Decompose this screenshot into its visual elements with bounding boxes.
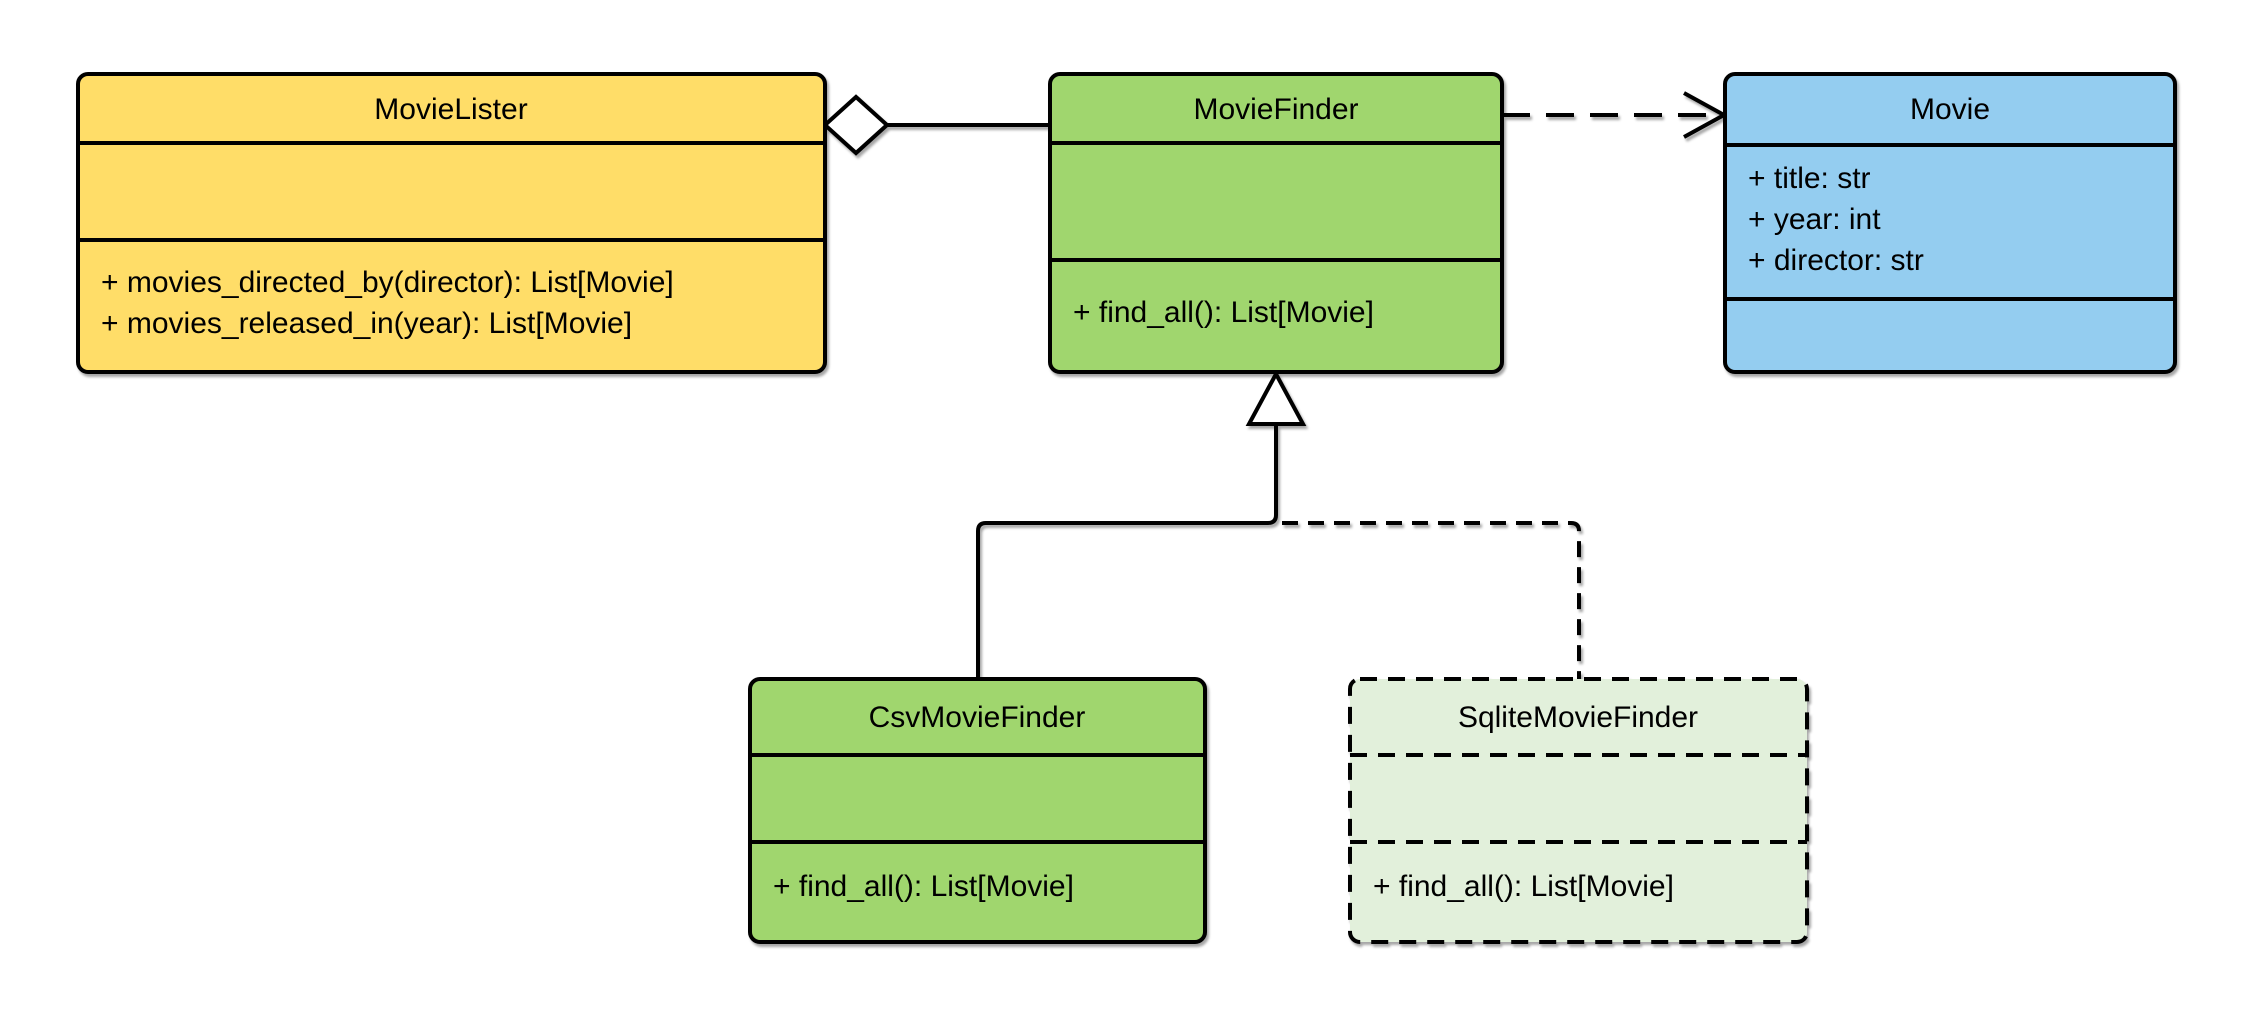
- csvmoviefinder-title: CsvMovieFinder: [869, 701, 1086, 734]
- sqlitemoviefinder-body: [1348, 677, 1809, 944]
- diagram-content: MovieLister + movies_directed_by(directo…: [76, 72, 2177, 944]
- csvmoviefinder-body: [748, 677, 1207, 944]
- movielister-title: MovieLister: [374, 93, 527, 126]
- movie-title: Movie: [1910, 93, 1990, 126]
- generalization-edge-csvmoviefinder-moviefinder: [976, 369, 1307, 679]
- moviefinder-title: MovieFinder: [1193, 93, 1358, 126]
- sqlitemoviefinder-title: SqliteMovieFinder: [1458, 701, 1698, 734]
- generalization-edge-sqlitemoviefinder-moviefinder: [1282, 521, 1581, 679]
- csvmoviefinder-method-1: + find_all(): List[Movie]: [773, 870, 1074, 903]
- class-node-sqlitemoviefinder: SqliteMovieFinder + find_all(): List[Mov…: [1348, 677, 1809, 944]
- moviefinder-method-1: + find_all(): List[Movie]: [1073, 296, 1374, 329]
- generalization-dashed-line: [1282, 521, 1581, 679]
- class-node-csvmoviefinder: CsvMovieFinder + find_all(): List[Movie]: [748, 677, 1207, 944]
- class-node-movielister: MovieLister + movies_directed_by(directo…: [76, 72, 827, 374]
- inheritance-triangle-icon: [1245, 369, 1307, 426]
- movielister-method-2: + movies_released_in(year): List[Movie]: [101, 307, 632, 340]
- sqlitemoviefinder-method-1: + find_all(): List[Movie]: [1373, 870, 1674, 903]
- aggregation-edge-movielister-moviefinder: [822, 94, 1050, 156]
- moviefinder-body: [1048, 72, 1504, 374]
- movielister-method-1: + movies_directed_by(director): List[Mov…: [101, 266, 674, 299]
- generalization-solid-line: [976, 424, 1278, 679]
- movie-attribute-1: + title: str: [1748, 162, 1871, 195]
- movie-attribute-3: + director: str: [1748, 244, 1924, 277]
- movielister-body: [76, 72, 827, 374]
- class-node-movie: Movie + title: str + year: int + directo…: [1723, 72, 2177, 374]
- class-node-moviefinder: MovieFinder + find_all(): List[Movie]: [1048, 72, 1504, 374]
- aggregation-diamond-icon: [822, 94, 890, 156]
- movie-attribute-2: + year: int: [1748, 203, 1881, 236]
